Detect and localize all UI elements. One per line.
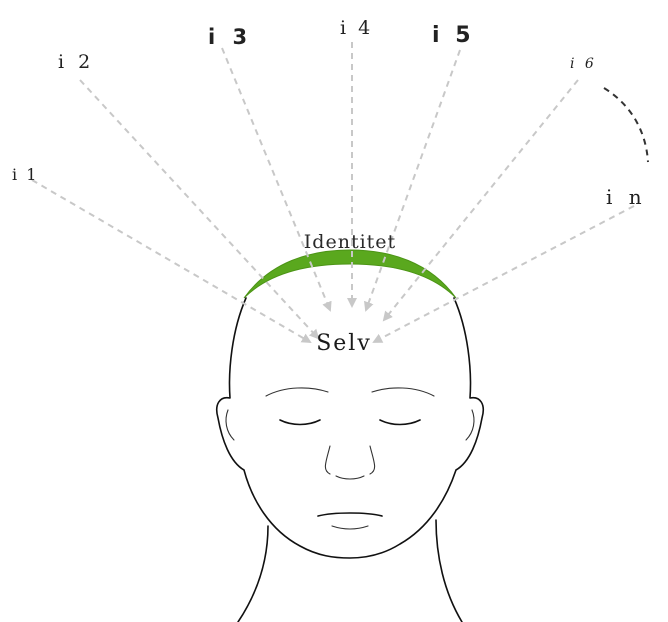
brow-left — [266, 388, 328, 396]
eye-right — [380, 420, 420, 425]
arrow-in — [374, 206, 634, 342]
label-i5: i 5 — [432, 23, 475, 48]
label-in: i n — [606, 185, 647, 209]
arrow-i1 — [32, 180, 310, 342]
continuation-dash-curve — [604, 88, 648, 162]
mouth — [318, 513, 382, 516]
neck-right — [436, 520, 462, 622]
label-i1: i 1 — [12, 165, 38, 184]
self-label: Selv — [316, 331, 372, 356]
label-i2: i 2 — [58, 51, 94, 73]
nose-base — [336, 476, 364, 479]
brow-right — [372, 388, 434, 396]
ear-left — [226, 410, 234, 440]
lower-lip — [332, 526, 368, 529]
nose-left — [325, 446, 330, 474]
arrow-i2 — [80, 80, 318, 338]
eye-left — [280, 420, 320, 425]
label-i6: i 6 — [570, 56, 597, 72]
ear-right — [466, 410, 474, 440]
identity-label: Identitet — [304, 231, 396, 253]
label-i4: i 4 — [340, 17, 373, 39]
arrow-i6 — [384, 80, 578, 320]
neck-left — [238, 526, 268, 622]
label-i3: i 3 — [208, 25, 252, 49]
arrows — [32, 42, 634, 342]
nose-right — [370, 446, 375, 474]
